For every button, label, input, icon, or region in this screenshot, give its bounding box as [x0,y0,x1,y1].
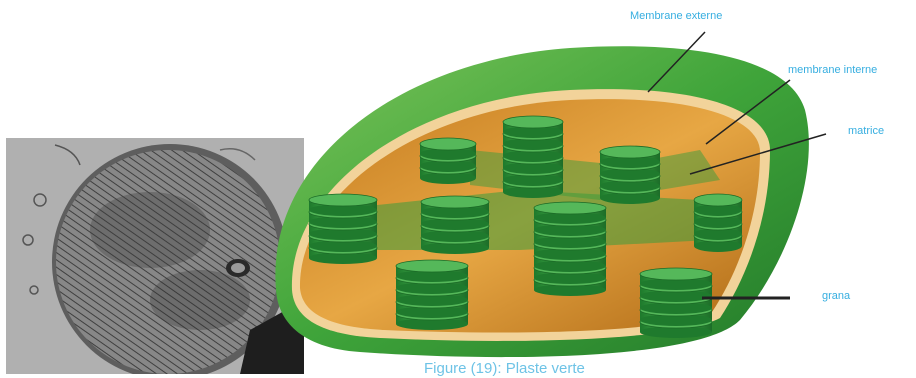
granum-stack [421,196,489,254]
granum-stack [396,260,468,330]
granum-stack [600,146,660,204]
chloroplast-diagram [275,46,809,357]
granum-stack [420,138,476,184]
figure-caption: Figure (19): Plaste verte [424,360,585,377]
granum-stack [534,202,606,296]
electron-micrograph [6,138,304,374]
granum-stack [694,194,742,252]
label-membrane-externe: Membrane externe [630,10,722,22]
label-membrane-interne: membrane interne [788,64,877,76]
granum-stack [640,268,712,338]
granum-stack [503,116,563,198]
granum-stack [309,194,377,264]
label-matrice: matrice [848,125,884,137]
label-grana: grana [822,290,850,302]
